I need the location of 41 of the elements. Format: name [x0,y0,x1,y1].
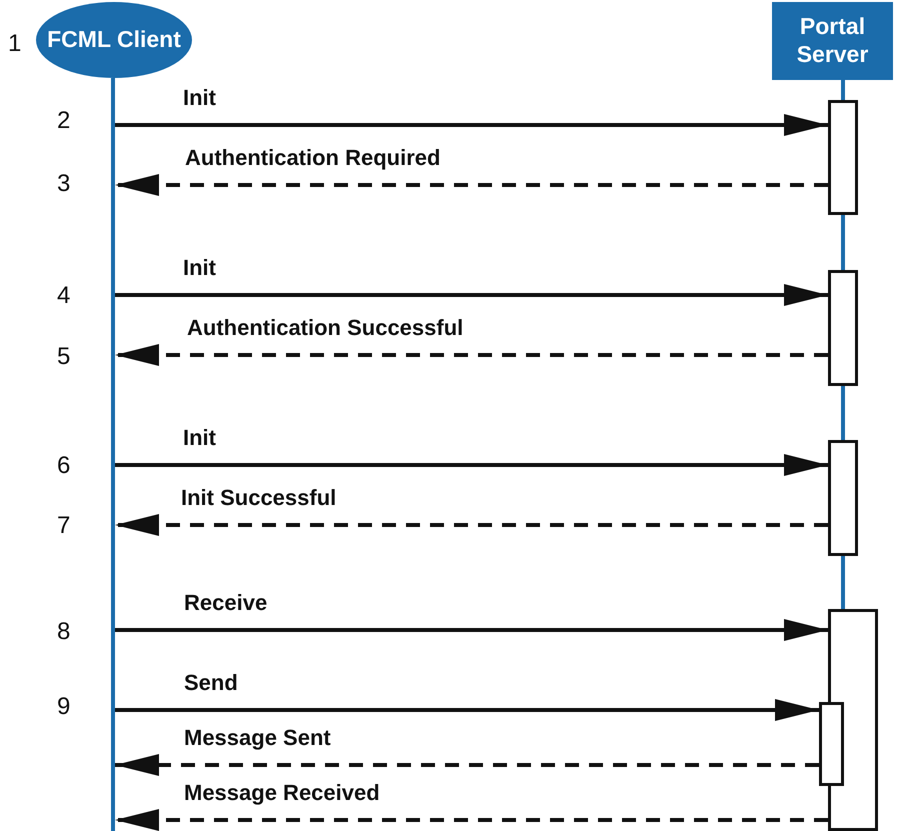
edge-label: Authentication Required [185,145,440,171]
message-arrow [115,114,828,136]
edge-label: Send [184,670,238,696]
message-arrow [115,514,828,536]
activation-bar [828,440,858,556]
step-number: 6 [57,452,70,480]
activation-bar [828,100,858,215]
edge-label: Init [183,425,216,451]
message-arrow [115,344,828,366]
lifeline-segment [841,556,845,609]
message-arrow [115,809,828,831]
step-number: 7 [57,512,70,540]
lifeline [111,78,115,831]
step-number: 1 [8,30,22,58]
actor-box [772,2,893,80]
step-number: 3 [57,170,70,198]
step-number: 2 [57,107,70,135]
message-arrow [115,754,819,776]
lifeline-segment [841,80,845,100]
message-arrow [115,284,828,306]
message-arrow [115,699,819,721]
actor-name: FCML Client [47,26,181,54]
edge-label: Message Sent [184,725,331,751]
edge-label: Init [183,85,216,111]
actor-name: Portal Server [796,13,870,69]
step-number: 5 [57,343,70,371]
step-number: 9 [57,693,70,721]
message-arrow [115,619,828,641]
edge-label: Authentication Successful [187,315,464,341]
lifeline-segment [841,215,845,270]
edge-label: Init [183,255,216,281]
message-arrow [115,454,828,476]
activation-bar [819,702,844,786]
edge-label: Receive [184,590,268,616]
step-number: 4 [57,282,70,310]
step-number: 8 [57,618,70,646]
message-arrow [115,174,828,196]
lifeline-segment [841,386,845,440]
edge-label: Init Successful [181,485,336,511]
edge-label: Message Received [184,780,380,806]
activation-bar [828,270,858,386]
